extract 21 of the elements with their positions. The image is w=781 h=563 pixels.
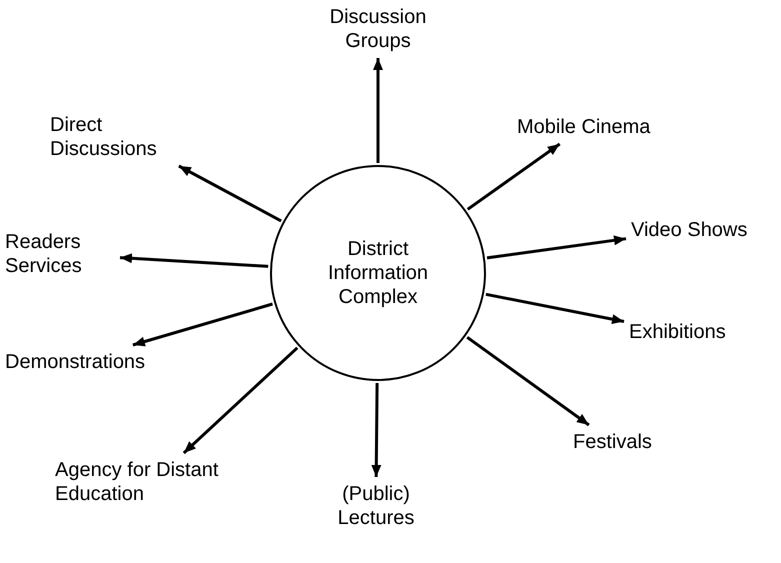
arrow (132, 302, 273, 346)
node-label: Exhibitions (629, 320, 726, 344)
arrow (486, 235, 626, 260)
arrow (486, 292, 624, 324)
arrow (182, 346, 298, 454)
node-label: Direct Discussions (50, 113, 200, 161)
node-label: (Public) Lectures (326, 482, 426, 530)
node-label: Video Shows (631, 218, 748, 242)
arrow (373, 58, 383, 163)
arrow (120, 253, 268, 268)
node-label: Mobile Cinema (517, 115, 650, 139)
arrow (178, 164, 282, 222)
arrow (466, 142, 561, 211)
node-label: Agency for Distant Education (55, 458, 250, 506)
arrow (466, 336, 590, 426)
node-label: Readers Services (5, 230, 115, 278)
circle-node: District Information Complex (270, 165, 486, 381)
node-label: Discussion Groups (303, 5, 453, 53)
arrow (371, 382, 382, 478)
node-label: Festivals (573, 430, 652, 454)
node-label: Demonstrations (5, 350, 146, 374)
